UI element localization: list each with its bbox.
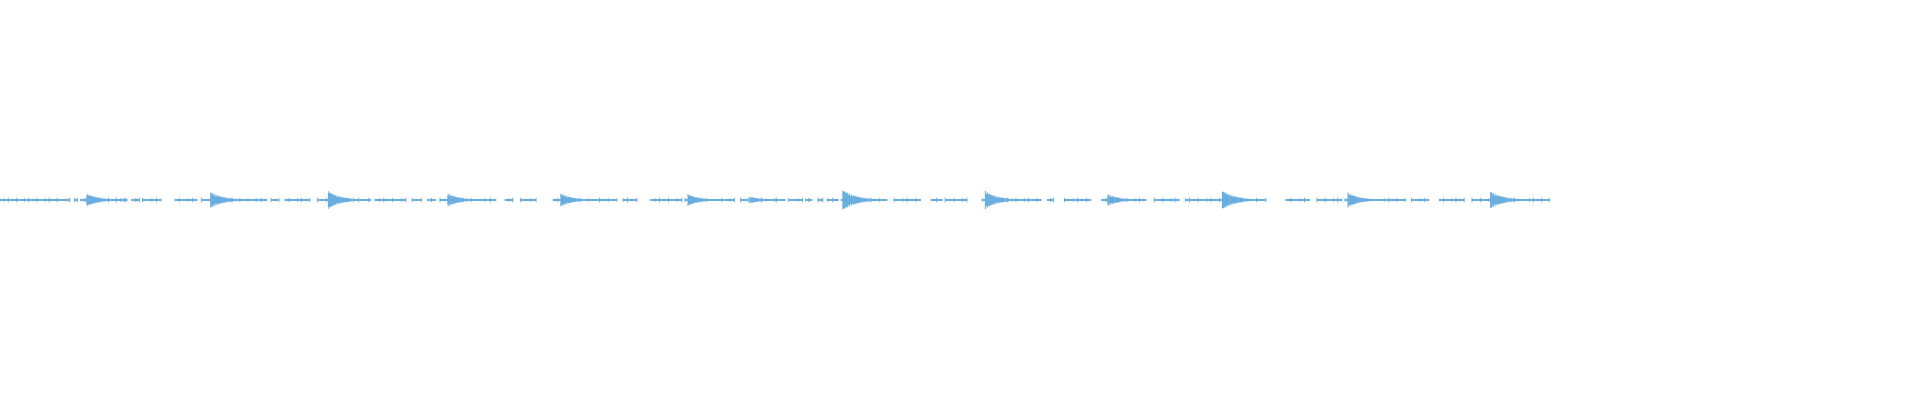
- waveform-noise: [650, 197, 683, 203]
- waveform-noise: [73, 197, 78, 203]
- waveform-noise: [893, 197, 921, 203]
- waveform-noise: [142, 197, 162, 203]
- waveform-noise: [740, 197, 749, 203]
- waveform-segment: [175, 199, 197, 201]
- waveform-transient: [210, 192, 253, 208]
- waveform-segment: [622, 199, 637, 201]
- waveform-noise: [1285, 197, 1310, 203]
- waveform-segment: [0, 199, 70, 201]
- waveform-segment: [650, 199, 682, 201]
- waveform-transient: [1490, 192, 1534, 208]
- waveform-noise: [622, 197, 638, 203]
- waveform-transient: [842, 190, 888, 210]
- waveform-noise: [520, 197, 537, 203]
- waveform-noise: [1046, 197, 1055, 203]
- waveform-noise: [1184, 197, 1225, 203]
- waveform-transient: [984, 191, 1028, 209]
- waveform-noise: [1411, 197, 1430, 203]
- waveform-noise: [805, 197, 813, 203]
- waveform-segment: [375, 199, 406, 201]
- waveform-noise: [1438, 197, 1465, 203]
- waveform-noise: [1153, 197, 1180, 203]
- waveform-transient: [1221, 191, 1267, 209]
- waveform-segment: [251, 199, 267, 201]
- waveform-segment: [1185, 199, 1224, 201]
- waveform-transient: [687, 194, 727, 206]
- waveform-noise: [826, 197, 839, 203]
- waveform-noise: [1064, 197, 1092, 203]
- waveform-segment: [945, 199, 967, 201]
- waveform-segment: [1286, 199, 1310, 201]
- waveform-segment: [1529, 199, 1550, 201]
- waveform-transient: [327, 191, 372, 209]
- waveform-noise: [131, 197, 140, 203]
- waveform-transient: [447, 193, 488, 207]
- waveform-segment: [788, 199, 803, 201]
- waveform-transient: [749, 196, 786, 204]
- waveform-segment: [520, 199, 537, 201]
- waveform-noise: [270, 197, 280, 203]
- waveform-transient: [560, 193, 601, 207]
- waveform-noise: [944, 197, 968, 203]
- waveform-noise: [411, 197, 422, 203]
- waveform-noise: [817, 197, 824, 203]
- waveform-noise: [427, 197, 436, 203]
- waveform-transients: [86, 190, 1534, 210]
- waveform-transient: [1107, 194, 1147, 206]
- waveform-noise: [930, 197, 943, 203]
- waveform-noise: [0, 197, 71, 203]
- waveform-transient: [86, 193, 127, 207]
- waveform-noise: [174, 197, 198, 203]
- waveform-noise: [788, 197, 804, 203]
- waveform-noise: [1316, 197, 1343, 203]
- waveform-noise: [374, 197, 407, 203]
- waveform-noise: [504, 197, 514, 203]
- waveform-noise: [284, 197, 311, 203]
- waveform-transient: [1347, 192, 1389, 208]
